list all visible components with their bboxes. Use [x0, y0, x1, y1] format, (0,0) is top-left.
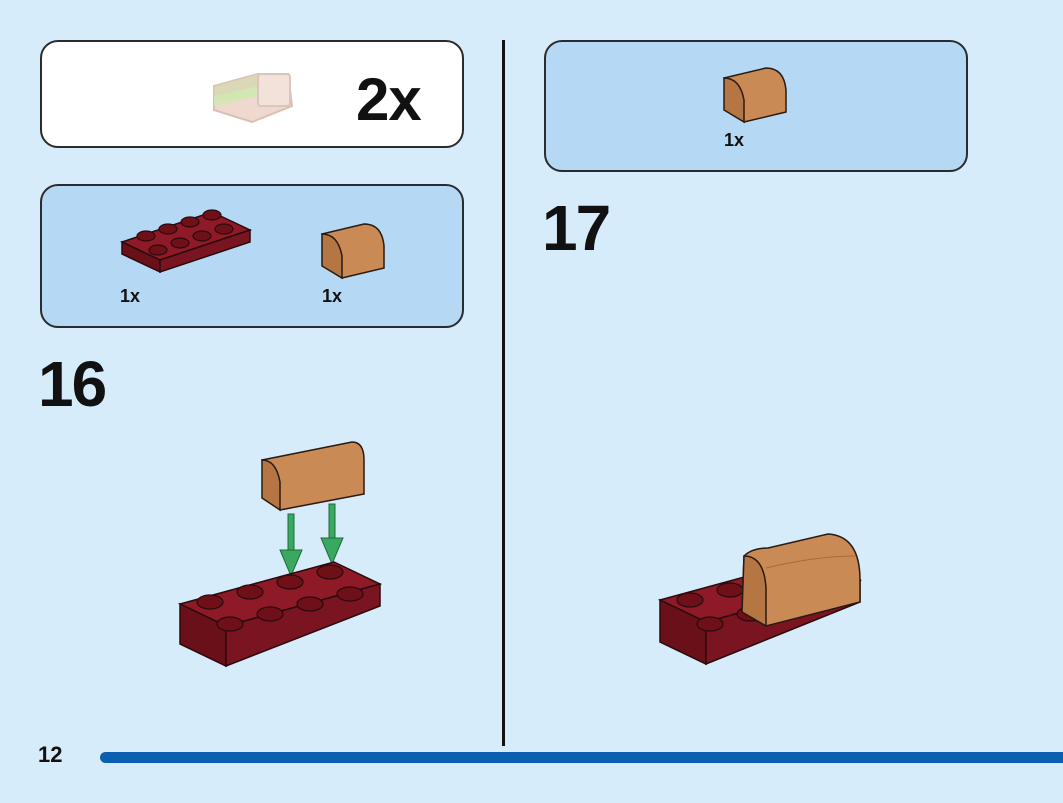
parts-list-step-16: 1x 1x	[40, 184, 464, 328]
column-divider	[502, 40, 505, 746]
curved-slope-tan-icon	[320, 223, 385, 280]
green-arrow-icon	[279, 503, 344, 578]
step-number-16: 16	[38, 348, 107, 420]
curved-slope-tan-icon	[722, 67, 787, 124]
page-number: 12	[38, 742, 63, 767]
step-number-17: 17	[542, 192, 611, 264]
step-17-assembly-illustration	[657, 533, 863, 666]
step-16-assembly-illustration	[177, 441, 383, 668]
part-quantity-slope: 1x	[322, 286, 343, 306]
page-progress-bar	[100, 752, 1063, 763]
part-quantity-plate: 1x	[120, 286, 141, 306]
subassembly-callout: 2x	[40, 40, 464, 148]
subassembly-multiplier: 2x	[356, 66, 422, 133]
subassembly-preview-icon	[213, 73, 294, 124]
parts-list-step-17: 1x	[544, 40, 968, 172]
part-quantity-slope: 1x	[724, 130, 745, 150]
plate-2x4-dark-red-icon	[119, 209, 253, 274]
